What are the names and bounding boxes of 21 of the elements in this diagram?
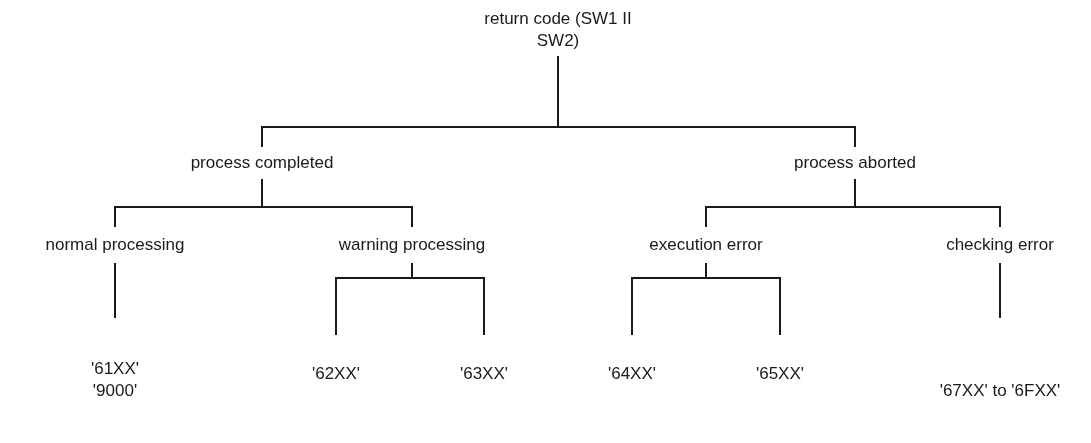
node-label: '9000'	[92, 380, 138, 402]
node-label: '64XX'	[607, 363, 657, 385]
connector-line	[114, 262, 116, 319]
node-label: '62XX'	[311, 363, 361, 385]
connector-line	[705, 262, 781, 336]
node-label: '65XX'	[755, 363, 805, 385]
connector-line	[854, 178, 1001, 228]
node-label: '63XX'	[459, 363, 509, 385]
node-label: checking error	[946, 234, 1054, 256]
node-label: execution error	[649, 234, 763, 256]
connector-line	[261, 178, 413, 228]
connector-line	[557, 55, 856, 148]
connector-line	[999, 262, 1001, 319]
node-label: return code (SW1 II SW2)	[483, 8, 633, 52]
node-label: warning processing	[338, 234, 486, 256]
node-label: process aborted	[794, 152, 916, 174]
node-label: '67XX' to '6FXX'	[939, 380, 1061, 402]
connector-line	[411, 262, 485, 336]
node-label: process completed	[190, 152, 334, 174]
node-label: '61XX'	[90, 358, 140, 380]
node-label: normal processing	[45, 234, 185, 256]
